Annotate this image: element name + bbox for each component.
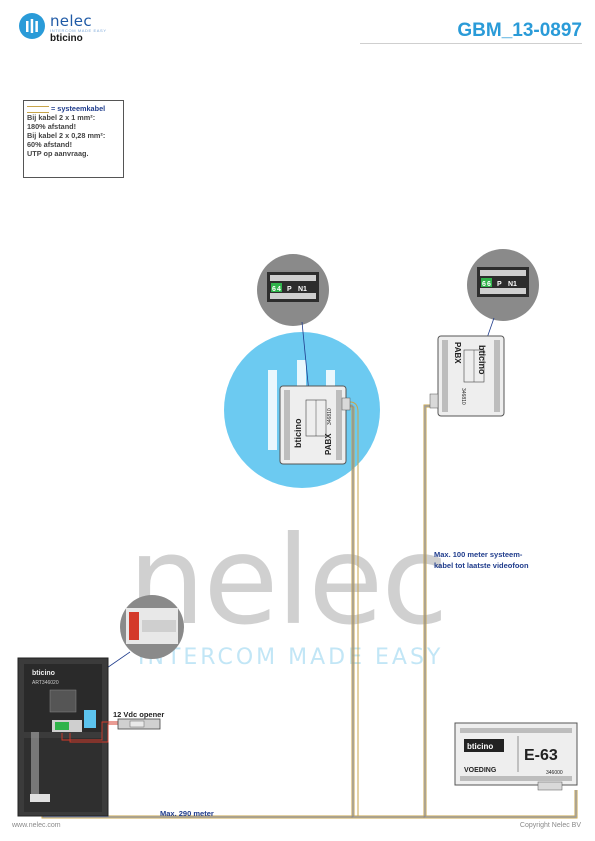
- pabx-right-zoom-terminal: 6: [487, 281, 491, 288]
- pabx-left-zoom-terminal: 6: [272, 286, 276, 293]
- partner-brand: bticino: [50, 33, 83, 44]
- watermark-tagline: INTERCOM MADE EASY: [138, 645, 444, 670]
- legend-label: = systeemkabel: [51, 104, 106, 113]
- voeding-unit: [454, 722, 578, 791]
- opener-label: 12 Vdc opener: [113, 710, 164, 719]
- pabx-right-zoom-terminal: P: [497, 281, 502, 288]
- pabx-right-code: 346810: [460, 388, 466, 405]
- door-panel-model: ART346020: [32, 680, 59, 686]
- voeding-code: 346000: [546, 770, 563, 776]
- brand-tagline: INTERCOM MADE EASY: [50, 28, 107, 33]
- voeding-model: E-63: [524, 747, 558, 764]
- annotation-max100-line1: Max. 100 meter systeem-: [434, 550, 523, 559]
- pabx-left-zoom-terminal: P: [287, 286, 292, 293]
- door-panel-zoom: [74, 595, 184, 691]
- pabx-left-code: 346810: [327, 408, 333, 425]
- pabx-right-zoom-terminal: 6: [482, 281, 486, 288]
- door-opener: [117, 718, 161, 730]
- pabx-left-zoom-terminal: 4: [277, 286, 281, 293]
- legend-note-line: Bij kabel 2 x 1 mm²:: [27, 113, 96, 122]
- brand-name: nelec: [50, 12, 92, 30]
- header-divider: [360, 43, 582, 44]
- legend-note-line: Bij kabel 2 x 0,28 mm²:: [27, 131, 106, 140]
- pabx-right-zoom: [467, 249, 539, 339]
- voeding-label: VOEDING: [464, 767, 497, 774]
- pabx-left-module: [279, 385, 351, 465]
- nelec-logo-icon: [19, 13, 45, 39]
- cable-legend-box: = systeemkabel Bij kabel 2 x 1 mm²: 180%…: [23, 100, 124, 178]
- pabx-left-zoom-terminal: N1: [298, 286, 307, 293]
- annotation-max100-line2: kabel tot laatste videofoon: [434, 561, 529, 570]
- pabx-left-brand: bticino: [293, 418, 303, 448]
- pabx-left-zoom: [257, 254, 329, 394]
- pabx-right-brand: bticino: [477, 345, 487, 375]
- footer-website: www.nelec.com: [12, 822, 61, 829]
- annotation-max290: Max. 290 meter: [160, 809, 214, 818]
- legend-row: = systeemkabel: [27, 104, 120, 113]
- system-cable-symbol-icon: [27, 105, 49, 113]
- legend-note-line: UTP op aanvraag.: [27, 149, 89, 158]
- legend-note-line: 60% afstand!: [27, 140, 73, 149]
- footer-copyright: Copyright Nelec BV: [519, 822, 581, 829]
- document-code: GBM_13-0897: [457, 20, 582, 41]
- legend-note-line: 180% afstand!: [27, 122, 77, 131]
- pabx-left-name: PABX: [324, 433, 333, 455]
- opener-wiring: [61, 721, 118, 743]
- door-panel-brand: bticino: [32, 670, 55, 677]
- door-panel: [17, 657, 109, 817]
- voeding-brand: bticino: [467, 742, 493, 751]
- pabx-right-zoom-terminal: N1: [508, 281, 517, 288]
- pabx-right-module: [429, 335, 505, 417]
- pabx-right-name: PABX: [453, 342, 462, 364]
